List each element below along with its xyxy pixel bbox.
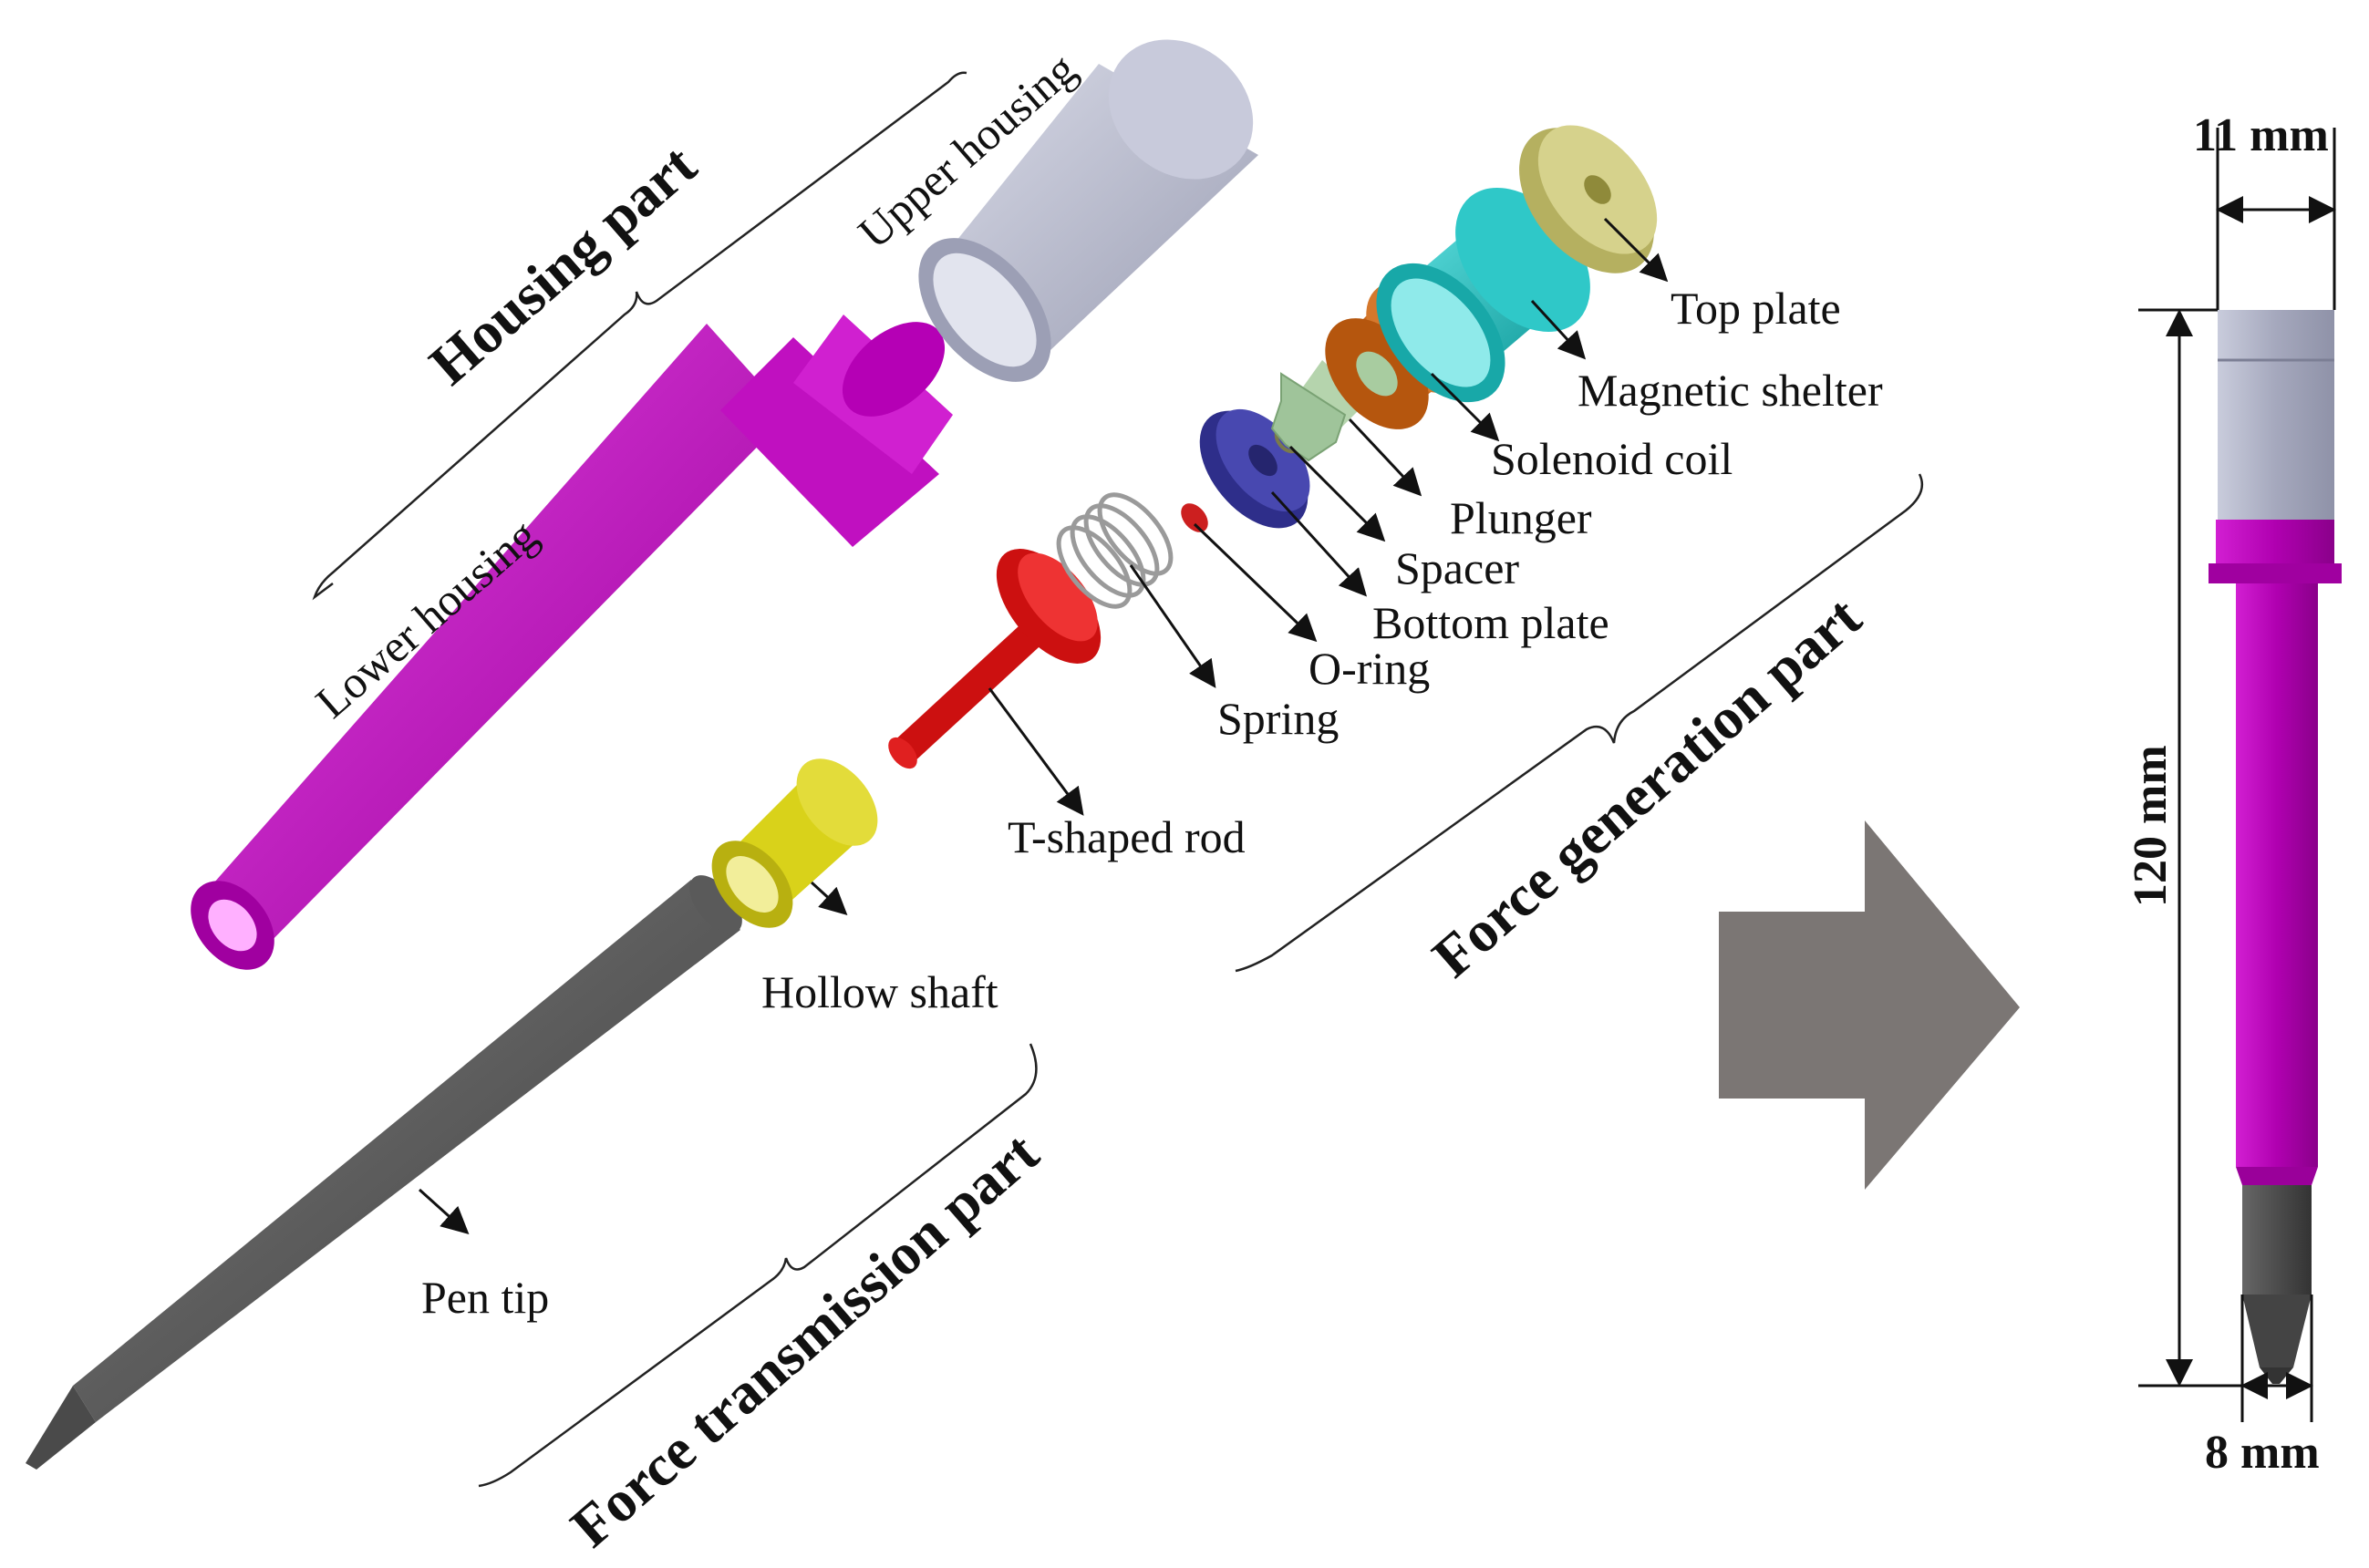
length-label: 120 mm <box>2125 745 2177 907</box>
top-plate-part <box>1519 125 1658 273</box>
lower-housing-part <box>191 315 953 970</box>
housing-part-label: Housing part <box>418 132 709 397</box>
hollow-shaft-part <box>711 758 878 928</box>
hollow-shaft-label: Hollow shaft <box>761 966 998 1017</box>
top-plate-label: Top plate <box>1671 283 1841 334</box>
upper-housing-part <box>918 39 1258 382</box>
leader-lines <box>418 217 1669 1235</box>
housing-brace <box>312 71 967 601</box>
spacer-label: Spacer <box>1395 542 1519 593</box>
bottom-width-label: 8 mm <box>2205 1427 2320 1479</box>
pen-tip-part <box>26 875 742 1470</box>
o-ring-part <box>1181 503 1208 532</box>
assembly-arrow <box>1719 820 2020 1190</box>
generation-brace <box>1235 473 1924 973</box>
o-ring-label: O-ring <box>1309 643 1430 694</box>
force-transmission-part-label: Force transmission part <box>559 1119 1051 1559</box>
bottom-plate-label: Bottom plate <box>1372 597 1609 648</box>
dimension-lines <box>2138 128 2336 1422</box>
transmission-brace <box>478 1043 1038 1488</box>
plunger-label: Plunger <box>1450 492 1592 543</box>
top-width-label: 11 mm <box>2193 109 2329 161</box>
solenoid-coil-label: Solenoid coil <box>1491 433 1733 484</box>
assembled-pen <box>2209 310 2342 1384</box>
t-shaped-rod-part <box>888 549 1102 769</box>
spring-label: Spring <box>1217 693 1339 744</box>
pen-tip-label: Pen tip <box>421 1272 549 1323</box>
spring-part <box>1056 492 1174 609</box>
magnetic-shelter-label: Magnetic shelter <box>1578 365 1883 416</box>
t-shaped-rod-label: T-shaped rod <box>1008 811 1246 862</box>
